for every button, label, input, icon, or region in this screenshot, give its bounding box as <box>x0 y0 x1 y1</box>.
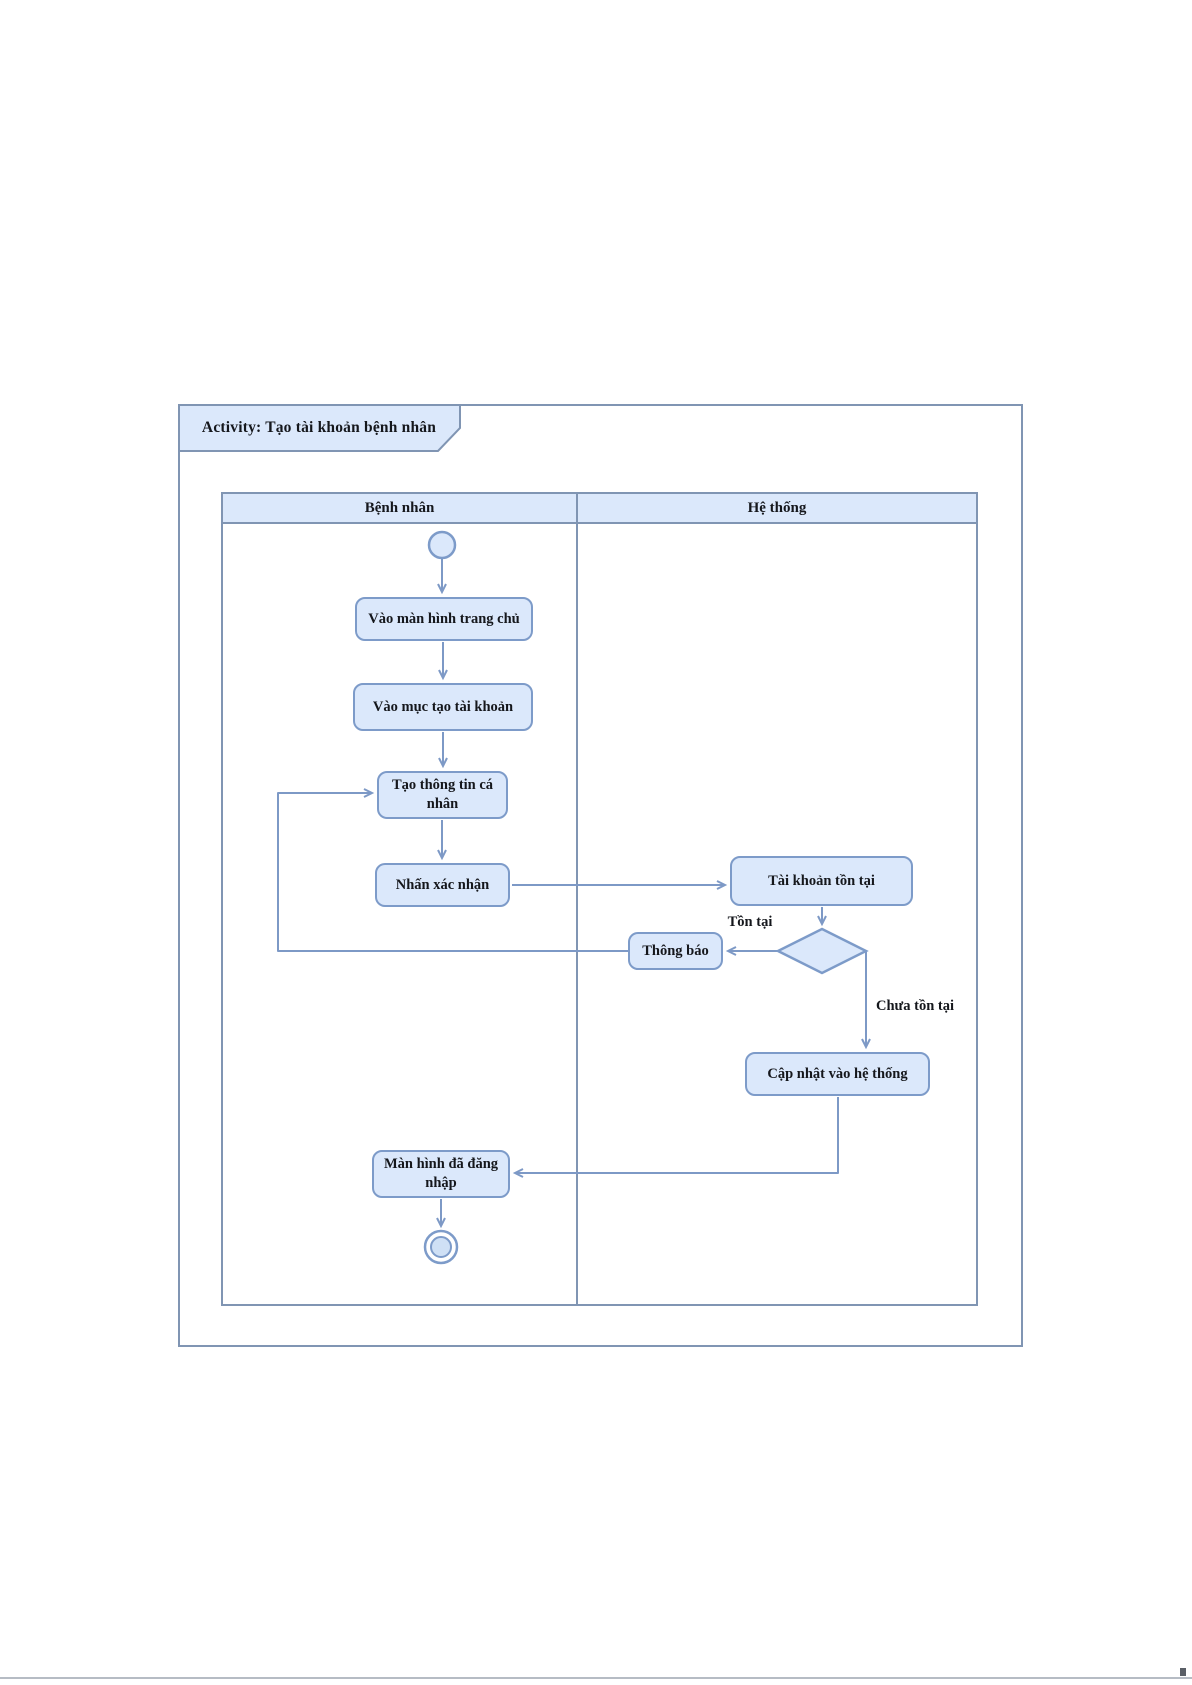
guard-label-ton-tai: Tồn tại <box>727 914 773 930</box>
lane-header-benh-nhan: Bệnh nhân <box>364 499 435 516</box>
lane-header-he-thong: Hệ thống <box>747 499 807 516</box>
connectors <box>277 558 871 1229</box>
action-confirm: Nhấn xác nhận <box>375 863 510 907</box>
swimlane-header-band <box>221 492 978 524</box>
action-account-exists: Tài khoản tồn tại <box>730 856 913 906</box>
frame-title-tab <box>178 404 461 452</box>
initial-node <box>427 530 457 560</box>
edge-notification-personalinfo <box>277 788 628 952</box>
decision-diamond <box>775 927 869 975</box>
page-bottom-divider <box>0 1677 1192 1679</box>
action-notification: Thông báo <box>628 932 723 970</box>
action-logged-in-screen: Màn hình đã đăng nhập <box>372 1150 510 1198</box>
activity-title: Activity: Tạo tài khoản bệnh nhân <box>201 418 437 436</box>
final-node <box>423 1229 459 1265</box>
action-update-system: Cập nhật vào hệ thống <box>745 1052 930 1096</box>
activity-frame <box>178 404 1023 1347</box>
edge-updatesystem-loggedin <box>512 1097 839 1178</box>
action-personal-info: Tạo thông tin cá nhân <box>377 771 508 819</box>
guard-label-chua-ton-tai: Chưa tồn tại <box>876 998 954 1014</box>
page-bottom-right-mark <box>1180 1668 1186 1676</box>
action-create-account-menu: Vào mục tạo tài khoản <box>353 683 533 731</box>
action-home-screen: Vào màn hình trang chủ <box>355 597 533 641</box>
